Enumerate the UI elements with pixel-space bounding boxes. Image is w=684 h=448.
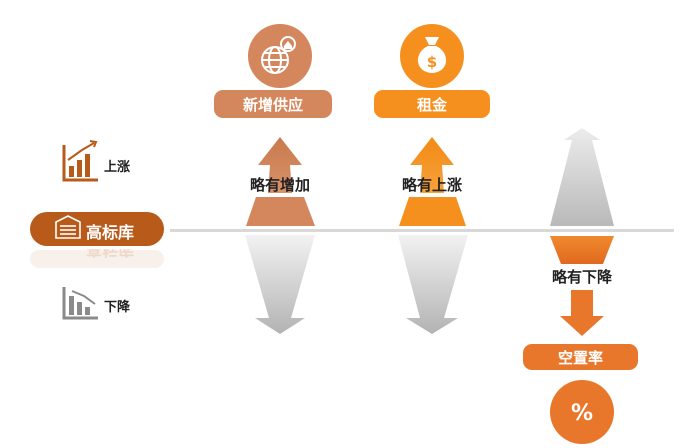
baseline-line	[170, 229, 674, 232]
down-arrow-head-vacancy	[560, 290, 604, 336]
vacancy-trend-label: 略有下降	[551, 268, 612, 286]
down-arrow-supply	[245, 235, 315, 334]
down-arrow-rent	[398, 235, 468, 334]
new-supply-pill: 新增供应	[214, 90, 332, 118]
money-bag-tie	[425, 37, 439, 45]
rising-chart-icon	[62, 140, 98, 182]
up-arrow-base-rent	[399, 197, 466, 226]
baseline-label-reflection: 高标库	[86, 249, 135, 259]
supply-trend-label: 略有增加	[249, 176, 310, 194]
up-arrow-vacancy	[550, 128, 614, 226]
baseline-label: 高标库	[86, 223, 135, 242]
legend-down-label: 下降	[104, 300, 131, 315]
baseline-reflection	[30, 250, 164, 268]
globe-house-glyph	[261, 46, 289, 74]
down-arrow-base-vacancy	[550, 236, 614, 264]
percent-icon-text: %	[571, 401, 593, 426]
dollar-sign: $	[427, 53, 437, 71]
up-arrow-head-supply	[258, 137, 302, 193]
falling-chart-icon	[62, 287, 98, 320]
vacancy-rate-pill: 空置率	[523, 344, 638, 370]
warehouse-icon	[55, 215, 81, 239]
money-bag-body	[417, 46, 447, 73]
percent-icon	[550, 380, 614, 444]
rent-pill: 租金	[374, 90, 490, 118]
rent-trend-label: 略有上涨	[401, 176, 462, 194]
up-arrow-base-supply	[246, 197, 315, 226]
legend-up-label: 上涨	[104, 160, 131, 175]
up-arrow-head-rent	[410, 137, 454, 193]
